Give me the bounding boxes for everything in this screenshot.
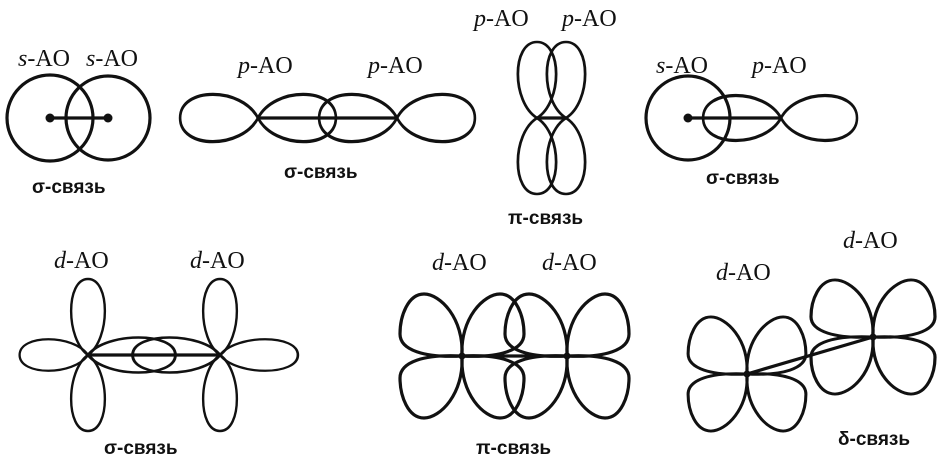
d-orbital-2-lobe-ne	[565, 292, 631, 358]
nucleus-2	[869, 333, 877, 341]
d-orbital-2-lobe-se	[871, 335, 937, 396]
bond-label: π-связь	[476, 438, 551, 459]
nucleus-1	[743, 370, 751, 378]
bond-label: σ-связь	[284, 162, 358, 183]
p-orbital-2-lobe-right	[395, 92, 477, 144]
orbital-label-2: p-AO	[750, 53, 807, 79]
panel-s-s-sigma: s-AO s-AO σ-связь	[5, 46, 152, 198]
d-orbital-2-lobe-se	[565, 354, 631, 420]
orbital-label-1: d-AO	[54, 248, 109, 274]
orbital-label-1: d-AO	[716, 260, 771, 286]
orbital-label-2: d-AO	[542, 250, 597, 276]
d-orbital-1-lobe-up	[69, 277, 107, 357]
bond-label: σ-связь	[32, 177, 106, 198]
p-orbital-lobe-right	[779, 93, 859, 143]
d-orbital-2-lobe-sw	[503, 354, 569, 420]
nucleus-2	[103, 113, 113, 123]
d-orbital-1-lobe-sw	[398, 354, 464, 420]
nucleus-2	[563, 352, 571, 360]
internuclear-axis	[746, 335, 874, 376]
orbital-label-1: d-AO	[432, 250, 487, 276]
d-orbital-1-lobe-sw	[686, 372, 749, 433]
orbital-label-2: s-AO	[86, 46, 138, 72]
nucleus-s	[683, 113, 693, 123]
d-orbital-1-lobe-nw	[686, 315, 749, 376]
panel-d-d-sigma: d-AO d-AO σ-связь	[18, 248, 300, 459]
panel-d-d-pi: d-AO d-AO π-связь	[398, 250, 631, 459]
nucleus-1	[458, 352, 466, 360]
bond-label: δ-связь	[838, 429, 910, 450]
panel-p-p-sigma: p-AO p-AO σ-связь	[178, 53, 477, 183]
nucleus-1	[45, 113, 55, 123]
orbital-label-1: s-AO	[18, 46, 70, 72]
orbital-label-1: p-AO	[236, 53, 293, 79]
panel-s-p-sigma: s-AO p-AO σ-связь	[644, 53, 859, 189]
d-orbital-2-lobe-right	[218, 337, 300, 373]
d-orbital-2-lobe-ne	[871, 278, 937, 339]
orbital-label-2: d-AO	[190, 248, 245, 274]
d-orbital-1-lobe-nw	[398, 292, 464, 358]
d-orbital-2-lobe-down	[201, 353, 239, 433]
d-orbital-2-lobe-up	[201, 277, 239, 357]
orbital-label-2: p-AO	[560, 6, 617, 32]
d-orbital-2-lobe-nw	[503, 292, 569, 358]
d-orbital-1-lobe-se	[745, 372, 808, 433]
orbital-label-1: p-AO	[472, 6, 529, 32]
bond-label: σ-связь	[706, 168, 780, 189]
orbital-label-2: d-AO	[843, 228, 898, 254]
bond-label: π-связь	[508, 208, 583, 229]
orbital-label-1: s-AO	[656, 53, 708, 79]
d-orbital-2-lobe-nw	[809, 278, 875, 339]
bond-label: σ-связь	[104, 438, 178, 459]
d-orbital-1-lobe-down	[69, 353, 107, 433]
orbital-label-2: p-AO	[366, 53, 423, 79]
p-orbital-1-lobe-left	[178, 92, 260, 144]
panel-d-d-delta: d-AO d-AO δ-связь	[686, 228, 937, 450]
panel-p-p-pi: p-AO p-AO π-связь	[472, 6, 617, 229]
